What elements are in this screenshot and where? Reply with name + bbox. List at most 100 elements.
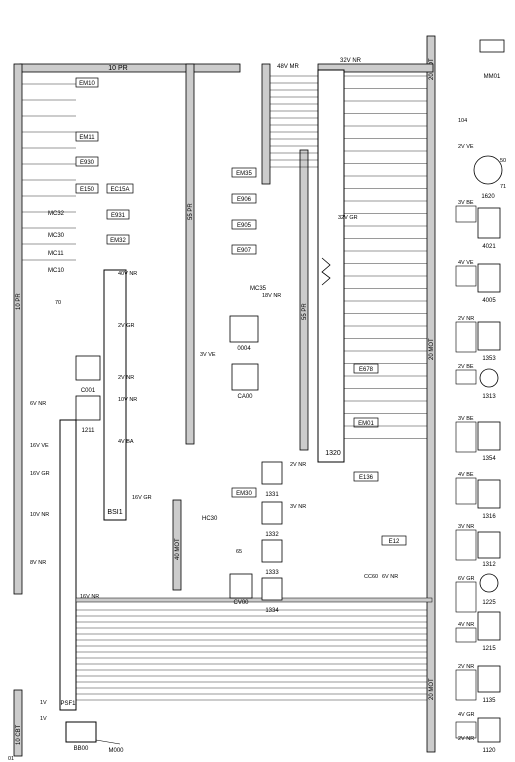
svg-text:71: 71 [500,184,506,190]
module-bsi1[interactable] [103,269,127,521]
svg-text:50: 50 [500,158,506,164]
svg-text:E678: E678 [359,367,374,373]
svg-text:EM10: EM10 [79,81,95,87]
svg-text:EM01: EM01 [358,421,374,427]
svg-text:E136: E136 [359,475,374,481]
harness-bottom [75,597,433,603]
harness-top-left-label: 10 PR [108,65,127,72]
svg-text:01: 01 [8,756,14,762]
svg-text:1225: 1225 [482,600,496,606]
svg-text:40V NR: 40V NR [118,271,137,277]
svg-text:1354: 1354 [482,456,496,462]
harness-bottom-left [13,689,23,757]
svg-text:18V NR: 18V NR [262,293,281,299]
mid-connectors: EM35 E906 E905 E907 E678 EM01 E136 EM30 … [231,167,407,546]
harness-mid-a-label: 55 PR [188,203,194,220]
harness-right-vertical [426,35,436,753]
svg-text:4005: 4005 [482,298,496,304]
svg-text:104: 104 [458,118,467,124]
svg-text:MC10: MC10 [48,268,65,274]
module-bb00[interactable] [65,721,97,743]
svg-text:1316: 1316 [482,514,496,520]
ground-wire [95,739,121,745]
svg-text:8V NR: 8V NR [30,560,46,566]
svg-text:16V VE: 16V VE [30,443,49,449]
module-psf1-label: PSF1 [60,701,76,707]
harness-left-vertical-label: 10 PR [16,293,22,310]
svg-text:10V NR: 10V NR [30,512,49,518]
svg-text:1V: 1V [40,700,47,706]
harness-mid-b [299,149,309,451]
svg-text:MC11: MC11 [48,251,64,257]
svg-text:1332: 1332 [265,532,279,538]
svg-text:3V NR: 3V NR [458,524,474,530]
sensor-symbol [321,257,331,286]
harness-right-bottom-label: 20 MOT [429,678,435,700]
svg-text:CV00: CV00 [233,600,249,606]
svg-text:EM30: EM30 [236,491,252,497]
svg-text:MC30: MC30 [48,233,65,239]
svg-text:E907: E907 [237,248,252,254]
svg-text:1312: 1312 [482,562,496,568]
svg-text:EM11: EM11 [79,135,95,141]
svg-text:16V NR: 16V NR [80,594,99,600]
svg-text:1215: 1215 [482,646,496,652]
svg-text:MC35: MC35 [250,286,267,292]
svg-text:E150: E150 [80,187,95,193]
svg-text:1135: 1135 [483,698,497,704]
svg-text:EM32: EM32 [110,238,126,244]
module-1320-label: 1320 [325,450,341,457]
svg-text:E906: E906 [237,197,252,203]
svg-text:0004: 0004 [237,346,251,352]
svg-text:E930: E930 [80,160,95,166]
svg-text:3V BE: 3V BE [458,200,474,206]
svg-text:6V GR: 6V GR [458,576,475,582]
svg-text:1V: 1V [40,716,47,722]
harness-top-right-label: 32V NR [340,58,362,64]
svg-text:2V GR: 2V GR [118,323,135,329]
svg-text:EC15A: EC15A [110,187,129,193]
svg-text:4V GR: 4V GR [458,712,475,718]
svg-text:4V BA: 4V BA [118,439,134,445]
svg-text:CA00: CA00 [237,394,253,400]
splices: MC32 MC30 MC11 MC10 MC35 HC30 [48,211,267,522]
svg-text:32V GR: 32V GR [338,215,358,221]
svg-text:6V NR: 6V NR [30,401,46,407]
svg-text:1331: 1331 [265,492,279,498]
svg-text:2V NR: 2V NR [458,736,474,742]
svg-text:3V VE: 3V VE [200,352,216,358]
svg-text:3V NR: 3V NR [290,504,306,510]
harness-top-mid [261,63,271,185]
svg-text:MC32: MC32 [48,211,65,217]
harness-top-right [317,63,434,73]
svg-text:E905: E905 [237,223,252,229]
svg-text:E12: E12 [389,539,400,545]
module-psf1[interactable] [59,419,77,711]
misc-labels: 104 70 65 50 71 01 [8,118,506,762]
harness-right-mid-label: 20 MOT [429,338,435,360]
module-bsi1-label: BSI1 [107,509,122,516]
svg-text:1333: 1333 [265,570,279,576]
svg-text:16V GR: 16V GR [30,471,50,477]
harness-mid-a [185,63,195,445]
svg-text:1353: 1353 [482,356,496,362]
connector-specs: 2V VE 3V BE 4V VE 2V NR 2V BE 3V BE 4V B… [30,144,475,742]
svg-text:1120: 1120 [483,748,497,754]
harness-mid-b-label: 55 PR [302,303,308,320]
right-components: MM01 1620 4021 4005 1353 1313 1354 1316 … [473,39,505,754]
module-1320[interactable] [317,69,345,463]
svg-text:E931: E931 [111,213,126,219]
svg-text:2V NR: 2V NR [458,316,474,322]
svg-text:MM01: MM01 [484,74,501,80]
harness-top-mid-label: 48V MR [277,64,299,70]
svg-text:65: 65 [236,549,242,555]
svg-text:EM35: EM35 [236,171,252,177]
mid-modules: C001 1211 0004 CA00 1331 1332 1333 1334 … [75,315,283,614]
svg-text:4V VE: 4V VE [458,260,474,266]
svg-text:2V NR: 2V NR [118,375,134,381]
harness-left-vertical [13,63,23,595]
svg-text:2V VE: 2V VE [458,144,474,150]
left-connectors: EM10 EM11 E930 E150 EC15A E931 EM32 [75,77,134,245]
harness-bottom-left-label: 10 CBT [16,724,22,745]
svg-text:4021: 4021 [482,244,496,250]
